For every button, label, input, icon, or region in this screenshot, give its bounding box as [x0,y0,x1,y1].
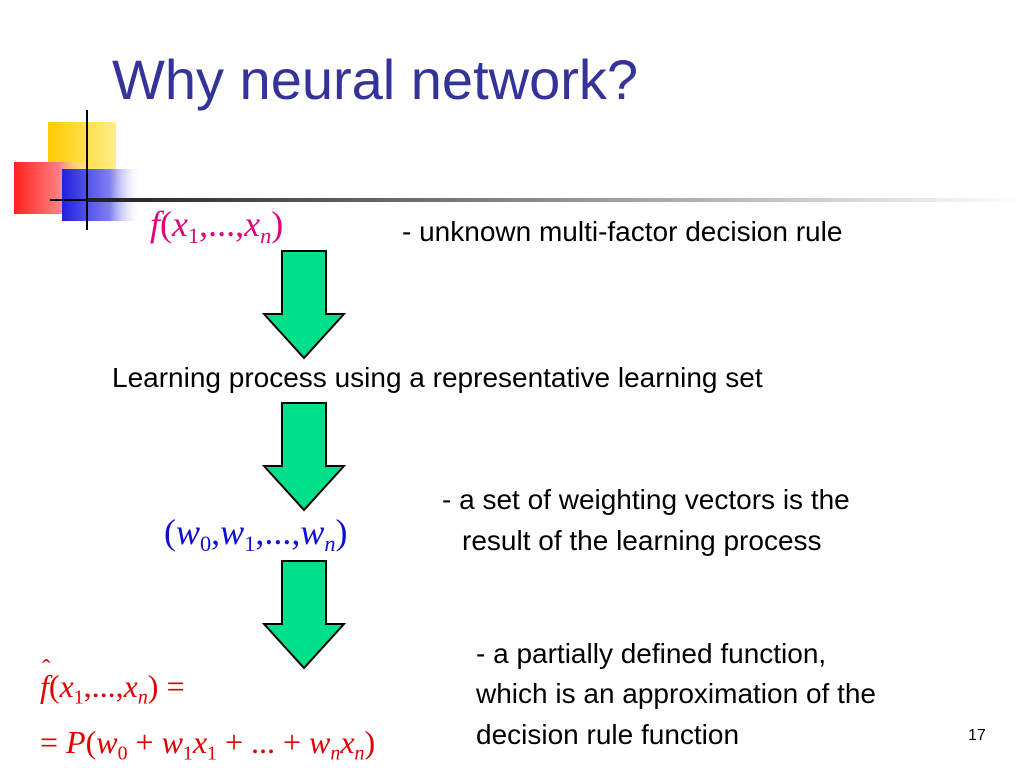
arrow-down-icon [262,560,346,670]
annotation-weights-line1: - a set of weighting vectors is the [442,484,850,515]
page-number: 17 [968,727,986,744]
annotation-decision-rule: - unknown multi-factor decision rule [402,216,843,247]
blue-square [62,169,142,221]
annotation-learning-process: Learning process using a representative … [112,362,763,393]
title-rule [88,198,1024,202]
arrow-down-icon [262,250,346,360]
slide-title: Why neural network? [112,48,639,111]
annotation-weights-line2: result of the learning process [462,525,822,556]
annotation-partial-line1: - a partially defined function, [476,638,827,669]
decorative-squares [14,110,150,230]
arrow-down-icon [262,402,346,512]
formula-weights: (w0,w1,...,wn) [164,512,348,557]
annotation-partial-line2: which is an approximation of the [476,678,876,709]
formula-approximation-rhs: = P(w0 + w1x1 + ... + wnxn) [40,724,376,765]
annotation-partial-line3: decision rule function [476,719,740,750]
formula-decision-function: f(x1,...,xn) [150,204,284,249]
